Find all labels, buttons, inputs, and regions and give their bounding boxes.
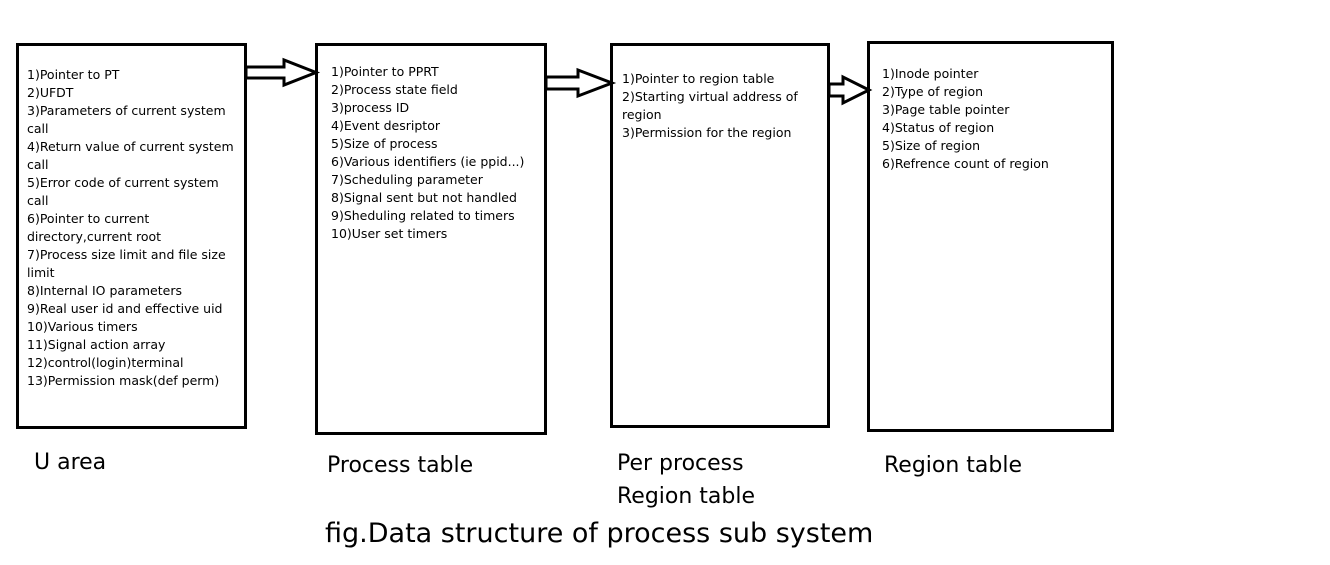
per-process-region-table-item: 3)Permission for the region <box>622 125 792 140</box>
u-area-item: 13)Permission mask(def perm) <box>27 373 220 388</box>
process-table-item: 9)Sheduling related to timers <box>331 208 515 223</box>
region-table-item: 2)Type of region <box>882 84 984 99</box>
arrow-per-process-region-table-to-region-table-icon <box>827 74 873 106</box>
u-area-item: 4)Return value of current system call <box>27 139 234 172</box>
u-area-item: 2)UFDT <box>27 85 74 100</box>
process-table-item: 4)Event desriptor <box>331 118 440 133</box>
region-table-box: 1)Inode pointer 2)Type of region 3)Page … <box>867 41 1114 432</box>
process-table-item: 3)process ID <box>331 100 410 115</box>
arrow-u-area-to-process-table-icon <box>244 57 321 88</box>
u-area-item: 7)Process size limit and file size limit <box>27 247 226 280</box>
process-table-item: 8)Signal sent but not handled <box>331 190 517 205</box>
per-process-region-table-caption: Per process Region table <box>617 451 756 509</box>
arrow-process-table-to-per-process-region-table-icon <box>544 67 617 99</box>
process-table-box: 1)Pointer to PPRT 2)Process state field … <box>315 43 547 435</box>
per-process-region-table-item: 2)Starting virtual address of region <box>622 89 798 122</box>
process-table-item: 6)Various identifiers (ie ppid...) <box>331 154 525 169</box>
u-area-item: 10)Various timers <box>27 319 138 334</box>
u-area-caption: U area <box>34 450 107 475</box>
process-table-item: 5)Size of process <box>331 136 438 151</box>
region-table-item: 3)Page table pointer <box>882 102 1010 117</box>
region-table-item: 1)Inode pointer <box>882 66 979 81</box>
region-table-caption: Region table <box>884 453 1023 478</box>
u-area-item: 6)Pointer to current directory,current r… <box>27 211 162 244</box>
figure-caption: fig.Data structure of process sub system <box>325 518 874 549</box>
region-table-item-list: 1)Inode pointer 2)Type of region 3)Page … <box>882 65 1110 173</box>
process-table-item: 1)Pointer to PPRT <box>331 64 439 79</box>
u-area-item: 5)Error code of current system call <box>27 175 219 208</box>
per-process-region-table-item: 1)Pointer to region table <box>622 71 775 86</box>
u-area-item: 9)Real user id and effective uid <box>27 301 223 316</box>
u-area-item: 1)Pointer to PT <box>27 67 120 82</box>
u-area-box: 1)Pointer to PT 2)UFDT 3)Parameters of c… <box>16 43 247 429</box>
u-area-item: 11)Signal action array <box>27 337 166 352</box>
u-area-item: 12)control(login)terminal <box>27 355 184 370</box>
process-table-item: 7)Scheduling parameter <box>331 172 483 187</box>
process-table-item: 2)Process state field <box>331 82 458 97</box>
process-table-caption: Process table <box>327 453 474 478</box>
u-area-item: 8)Internal IO parameters <box>27 283 182 298</box>
u-area-item-list: 1)Pointer to PT 2)UFDT 3)Parameters of c… <box>27 66 241 390</box>
per-process-region-table-box: 1)Pointer to region table 2)Starting vir… <box>610 43 830 428</box>
region-table-item: 4)Status of region <box>882 120 995 135</box>
u-area-item: 3)Parameters of current system call <box>27 103 226 136</box>
region-table-item: 5)Size of region <box>882 138 981 153</box>
process-table-item-list: 1)Pointer to PPRT 2)Process state field … <box>331 63 543 243</box>
per-process-region-table-item-list: 1)Pointer to region table 2)Starting vir… <box>622 70 827 142</box>
region-table-item: 6)Refrence count of region <box>882 156 1049 171</box>
process-table-item: 10)User set timers <box>331 226 448 241</box>
